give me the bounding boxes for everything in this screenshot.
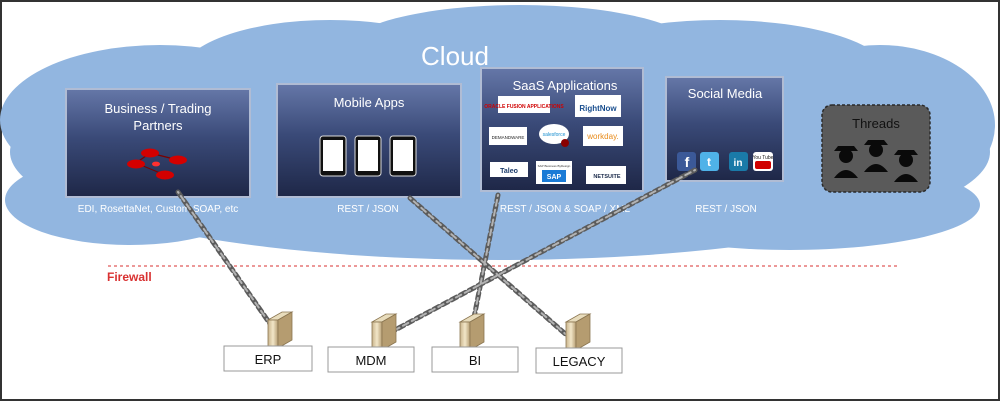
svg-text:You Tube: You Tube (753, 155, 774, 161)
mobile-device-icon (319, 135, 417, 177)
panel-saas-applications: SaaS Applications ORACLE FUSION APPLICAT… (480, 67, 644, 215)
svg-text:ORACLE FUSION APPLICATIONS: ORACLE FUSION APPLICATIONS (484, 104, 564, 110)
panel-social-media: Social Media f t in You Tube REST / JSON (665, 76, 784, 215)
panel-caption: REST / JSON (337, 204, 399, 215)
chain-links (175, 167, 698, 341)
saas-logo-sap-bydesign: SAP Business ByDesign SAP (536, 161, 572, 184)
panel-caption: REST / JSON & SOAP / XML (500, 204, 631, 215)
facebook-icon: f (677, 152, 696, 171)
server-label: BI (469, 353, 481, 368)
svg-text:salesforce: salesforce (543, 132, 566, 138)
server-erp: ERP (223, 345, 313, 372)
panel-title-line2: Partners (133, 118, 183, 133)
svg-text:SAP: SAP (547, 174, 562, 181)
hacker-icon (834, 140, 918, 182)
panel-title: Social Media (688, 86, 763, 101)
saas-logo-demandware: DEMANDWARE (489, 127, 527, 145)
svg-text:NETSUITE: NETSUITE (593, 174, 621, 180)
panel-box (65, 88, 251, 198)
svg-text:f: f (685, 154, 690, 170)
panel-title: SaaS Applications (513, 78, 618, 93)
server-label: ERP (255, 352, 282, 367)
server-label: LEGACY (553, 354, 606, 369)
twitter-icon: t (700, 152, 719, 171)
threats-label: Threads (852, 116, 900, 131)
server-mdm: MDM (327, 346, 415, 373)
threats-box: Threads (821, 104, 931, 193)
svg-text:RightNow: RightNow (579, 104, 617, 113)
svg-text:in: in (734, 158, 743, 169)
saas-logo-workday: workday. (583, 126, 623, 146)
cloud-label: Cloud (421, 41, 489, 71)
saas-logo-rightnow: RightNow (575, 95, 621, 117)
panel-caption: EDI, RosettaNet, Custom SOAP, etc (78, 204, 238, 215)
firewall-label: Firewall (107, 270, 152, 284)
panel-title: Mobile Apps (334, 95, 405, 110)
saas-logo-oracle: ORACLE FUSION APPLICATIONS (484, 96, 564, 113)
saas-logo-taleo: Taleo (490, 162, 528, 177)
svg-text:t: t (707, 155, 711, 169)
youtube-icon: You Tube (753, 152, 774, 171)
linkedin-icon: in (729, 152, 748, 171)
panel-business-trading-partners: Business / Trading Partners EDI, Rosetta… (65, 88, 251, 215)
panel-caption: REST / JSON (695, 204, 757, 215)
server-label: MDM (355, 353, 386, 368)
svg-text:SAP Business ByDesign: SAP Business ByDesign (538, 164, 571, 168)
panel-title: Business / Trading (105, 101, 212, 116)
saas-logo-netsuite: NETSUITE (586, 166, 626, 184)
saas-logo-salesforce: salesforce (539, 124, 569, 147)
server-icon (266, 311, 294, 349)
panel-mobile-apps: Mobile Apps REST / JSON (276, 83, 462, 215)
server-bi: BI (431, 346, 519, 373)
svg-text:Taleo: Taleo (500, 168, 518, 175)
server-icon (370, 313, 398, 351)
svg-text:DEMANDWARE: DEMANDWARE (492, 135, 525, 140)
server-legacy: LEGACY (535, 347, 623, 374)
svg-text:workday.: workday. (586, 132, 618, 141)
trading-partner-network-icon (127, 148, 187, 180)
